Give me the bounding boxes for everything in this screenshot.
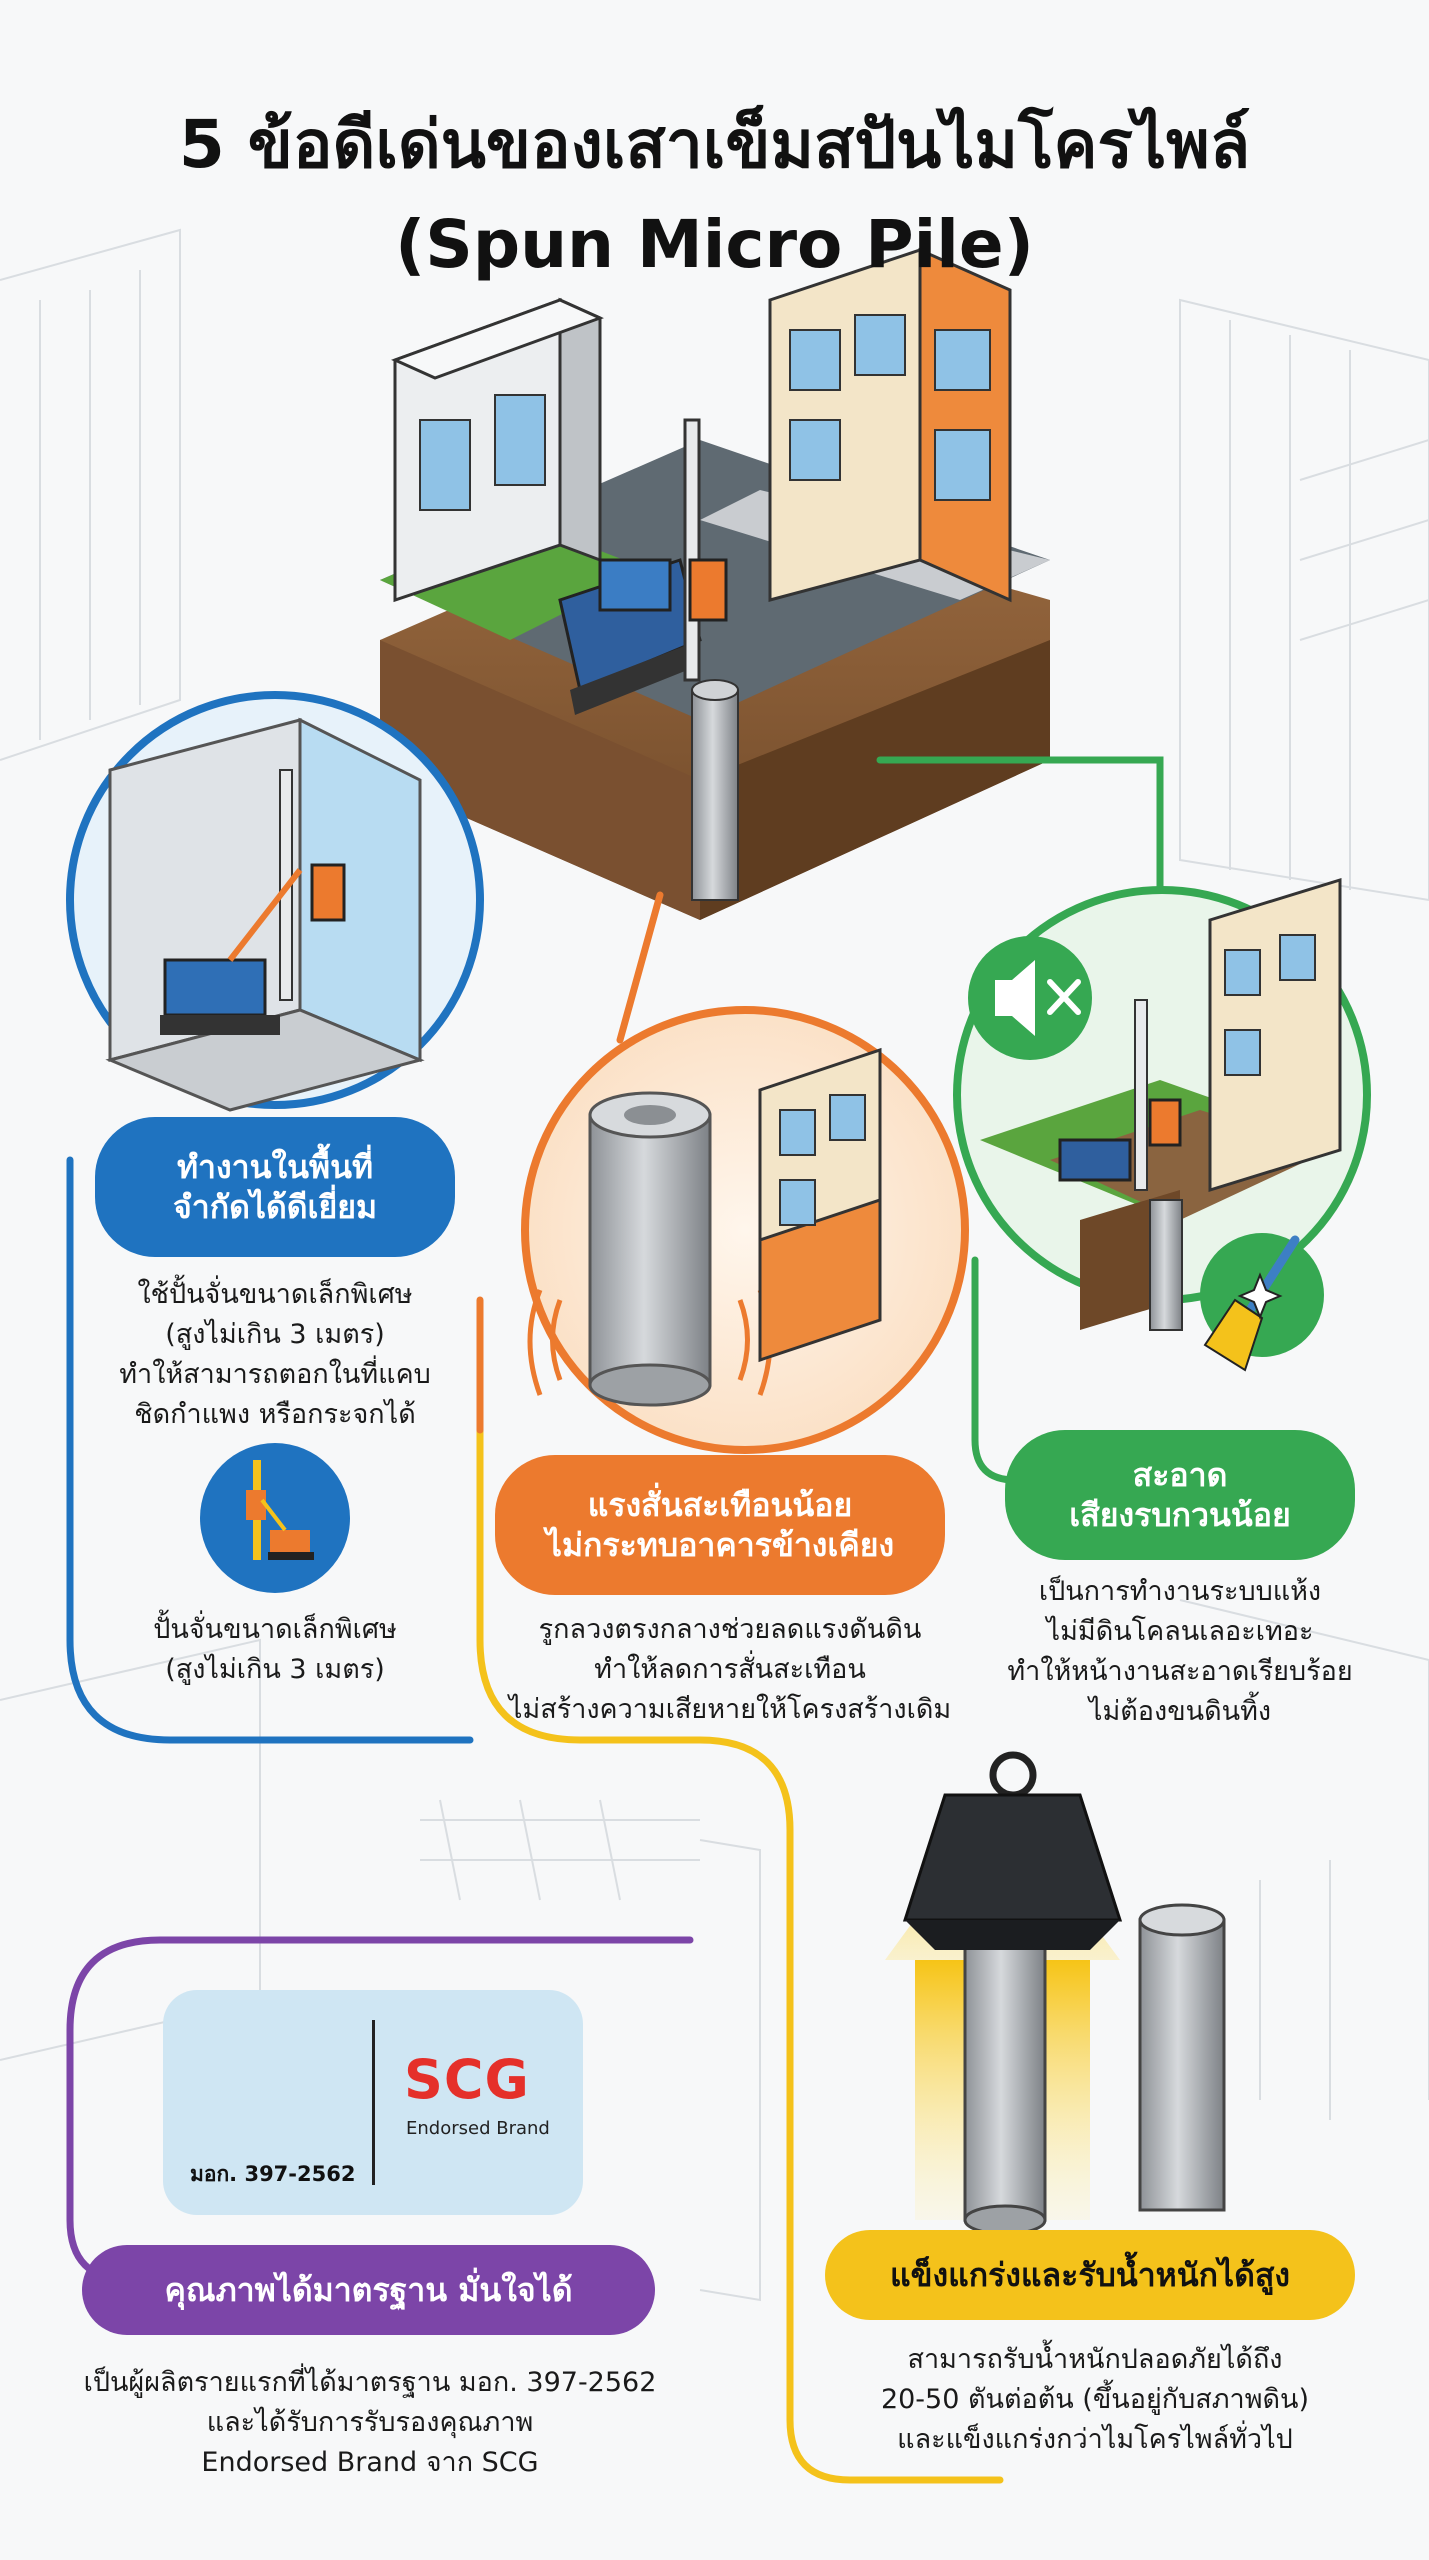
tis-standard-label: มอก. 397-2562 [190, 2162, 356, 2186]
feature-quality-heading: คุณภาพได้มาตรฐาน มั่นใจได้ [82, 2245, 655, 2335]
heading-line: จำกัดได้ดีเยี่ยม [172, 1188, 378, 1226]
title-line-1: 5 ข้อดีเด่นของเสาเข็มสปันไมโครไพล์ [178, 106, 1251, 183]
heading-line: เสียงรบกวนน้อย [1069, 1496, 1291, 1534]
load-capacity-illustration [885, 1751, 1226, 2236]
feature-low-vibration-description: รูกลวงตรงกลางช่วยลดแรงดันดิน ทำให้ลดการส… [490, 1610, 970, 1730]
low-vibration-illustration [521, 1006, 969, 1454]
heading-line: ทำงานในพื้นที่ [176, 1148, 374, 1186]
feature-clean-quiet-description: เป็นการทำงานระบบแห้ง ไม่มีดินโคลนเลอะเทอ… [985, 1572, 1375, 1732]
confined-space-illustration [66, 691, 484, 1112]
description-line: Endorsed Brand จาก SCG [201, 2447, 539, 2478]
description-line: (สูงไม่เกิน 3 เมตร) [165, 1319, 385, 1350]
scg-logo: SCG [404, 2048, 530, 2111]
description-line: ชิดกำแพง หรือกระจกได้ [134, 1399, 416, 1430]
description-line: ทำให้หน้างานสะอาดเรียบร้อย [1007, 1656, 1353, 1687]
description-line: และได้รับการรับรองคุณภาพ [206, 2407, 534, 2438]
heading-line: คุณภาพได้มาตรฐาน มั่นใจได้ [164, 2271, 573, 2309]
description-line: 20-50 ตันต่อต้น (ขึ้นอยู่กับสภาพดิน) [880, 2384, 1310, 2415]
feature-quality-description: เป็นผู้ผลิตรายแรกที่ได้มาตรฐาน มอก. 397-… [50, 2363, 690, 2483]
sparkle-icon [1237, 1272, 1283, 1320]
feature-load-capacity-description: สามารถรับน้ำหนักปลอดภัยได้ถึง 20-50 ตันต… [840, 2340, 1350, 2460]
heading-line: สะอาด [1132, 1456, 1228, 1494]
page-title: 5 ข้อดีเด่นของเสาเข็มสปันไมโครไพล์ (Spun… [40, 95, 1389, 295]
mute-speaker-icon [968, 936, 1092, 1060]
description-line: ไม่ต้องขนดินทิ้ง [1088, 1696, 1272, 1727]
mini-crane-icon [200, 1443, 350, 1593]
background-city-lines [0, 228, 1429, 2302]
description-line: สามารถรับน้ำหนักปลอดภัยได้ถึง [907, 2344, 1283, 2375]
description-line: ไม่มีดินโคลนเลอะเทอะ [1046, 1616, 1314, 1647]
heading-line: แรงสั่นสะเทือนน้อย [587, 1486, 853, 1524]
feature-low-vibration-heading: แรงสั่นสะเทือนน้อย ไม่กระทบอาคารข้างเคีย… [495, 1455, 945, 1595]
main-construction-scene [380, 247, 1050, 920]
heading-line: ไม่กระทบอาคารข้างเคียง [545, 1526, 895, 1564]
description-line: และแข็งแกร่งกว่าไมโครไพล์ทั่วไป [897, 2424, 1293, 2455]
description-line: ใช้ปั้นจั่นขนาดเล็กพิเศษ [137, 1279, 413, 1310]
description-line: เป็นการทำงานระบบแห้ง [1038, 1576, 1322, 1607]
logo-divider [372, 2020, 375, 2185]
caption-line: (สูงไม่เกิน 3 เมตร) [165, 1654, 385, 1685]
feature-clean-quiet-heading: สะอาด เสียงรบกวนน้อย [1005, 1430, 1355, 1560]
description-line: ไม่สร้างความเสียหายให้โครงสร้างเดิม [508, 1694, 952, 1725]
description-line: ทำให้สามารถตอกในที่แคบ [119, 1359, 431, 1390]
description-line: เป็นผู้ผลิตรายแรกที่ได้มาตรฐาน มอก. 397-… [83, 2367, 657, 2398]
scg-endorsed-label: Endorsed Brand [406, 2118, 550, 2139]
description-line: ทำให้ลดการสั่นสะเทือน [594, 1654, 866, 1685]
description-line: รูกลวงตรงกลางช่วยลดแรงดันดิน [538, 1614, 922, 1645]
caption-line: ปั้นจั่นขนาดเล็กพิเศษ [153, 1614, 397, 1645]
feature-confined-space-heading: ทำงานในพื้นที่ จำกัดได้ดีเยี่ยม [95, 1117, 455, 1257]
weight-icon [902, 1751, 1123, 1950]
mini-crane-caption: ปั้นจั่นขนาดเล็กพิเศษ (สูงไม่เกิน 3 เมตร… [110, 1610, 440, 1690]
heading-line: แข็งแกร่งและรับน้ำหนักได้สูง [889, 2256, 1291, 2294]
feature-load-capacity-heading: แข็งแกร่งและรับน้ำหนักได้สูง [825, 2230, 1355, 2320]
title-line-2: (Spun Micro Pile) [395, 206, 1034, 283]
feature-confined-space-description: ใช้ปั้นจั่นขนาดเล็กพิเศษ (สูงไม่เกิน 3 เ… [90, 1275, 460, 1435]
